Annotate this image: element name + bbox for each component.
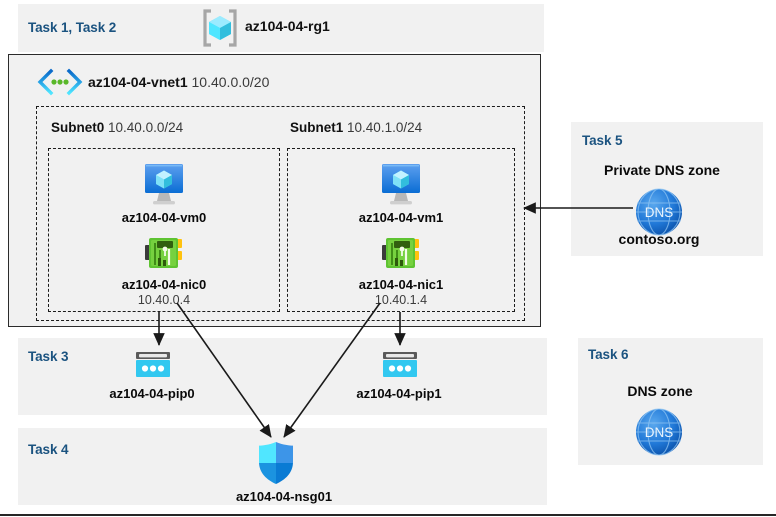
resource-group-name-text: az104-04-rg1 <box>245 18 330 34</box>
public-ip-address-icon <box>380 350 420 382</box>
vnet-name: az104-04-vnet1 <box>88 74 188 90</box>
subnet0-inner-box <box>48 148 280 312</box>
public-ip-address-icon <box>133 350 173 382</box>
subnet1-name: Subnet1 <box>290 120 344 135</box>
subnet1-cidr: 10.40.1.0/24 <box>347 120 423 135</box>
network-security-group-shield-icon <box>256 440 296 486</box>
virtual-machine-icon <box>137 161 191 206</box>
network-interface-icon <box>143 234 185 274</box>
vnet-title: az104-04-vnet1 10.40.0.0/20 <box>88 74 269 90</box>
nic0-private-ip: 10.40.0.4 <box>137 293 191 307</box>
dns-globe-icon: DNS <box>633 406 685 458</box>
bottom-rule <box>0 514 776 516</box>
private-dns-zone-heading: Private DNS zone <box>604 162 720 178</box>
resource-group-name: az104-04-rg1 <box>245 18 330 34</box>
svg-text:DNS: DNS <box>645 205 674 220</box>
private-dns-zone-name: contoso.org <box>618 231 700 247</box>
dns-zone-heading: DNS zone <box>627 383 693 399</box>
task-1-2-label: Task 1, Task 2 <box>28 20 117 35</box>
vnet-address-space: 10.40.0.0/20 <box>191 74 270 90</box>
network-interface-icon <box>380 234 422 274</box>
nic0-label: az104-04-nic0 <box>121 277 207 292</box>
pip0-label: az104-04-pip0 <box>109 386 195 401</box>
task-5-label: Task 5 <box>582 133 623 148</box>
task-4-label: Task 4 <box>28 442 69 457</box>
dns-globe-icon: DNS <box>633 186 685 238</box>
svg-text:DNS: DNS <box>645 425 674 440</box>
nic1-label: az104-04-nic1 <box>358 277 444 292</box>
pip1-label: az104-04-pip1 <box>356 386 442 401</box>
task-6-label: Task 6 <box>588 347 629 362</box>
task-1-2-panel <box>18 4 544 52</box>
subnet1-inner-box <box>287 148 515 312</box>
subnet0-cidr: 10.40.0.0/24 <box>108 120 184 135</box>
nsg-label: az104-04-nsg01 <box>235 489 333 504</box>
subnet1-title: Subnet1 10.40.1.0/24 <box>290 120 422 135</box>
task-3-panel <box>18 338 547 415</box>
subnet0-name: Subnet0 <box>51 120 105 135</box>
virtual-machine-icon <box>374 161 428 206</box>
resource-group-cube-icon <box>199 7 241 49</box>
vnet-container <box>8 54 541 327</box>
vm1-label: az104-04-vm1 <box>358 210 444 225</box>
task-3-label: Task 3 <box>28 349 69 364</box>
subnet0-title: Subnet0 10.40.0.0/24 <box>51 120 183 135</box>
vm0-label: az104-04-vm0 <box>121 210 207 225</box>
nic1-private-ip: 10.40.1.4 <box>374 293 428 307</box>
virtual-network-icon <box>36 68 84 96</box>
